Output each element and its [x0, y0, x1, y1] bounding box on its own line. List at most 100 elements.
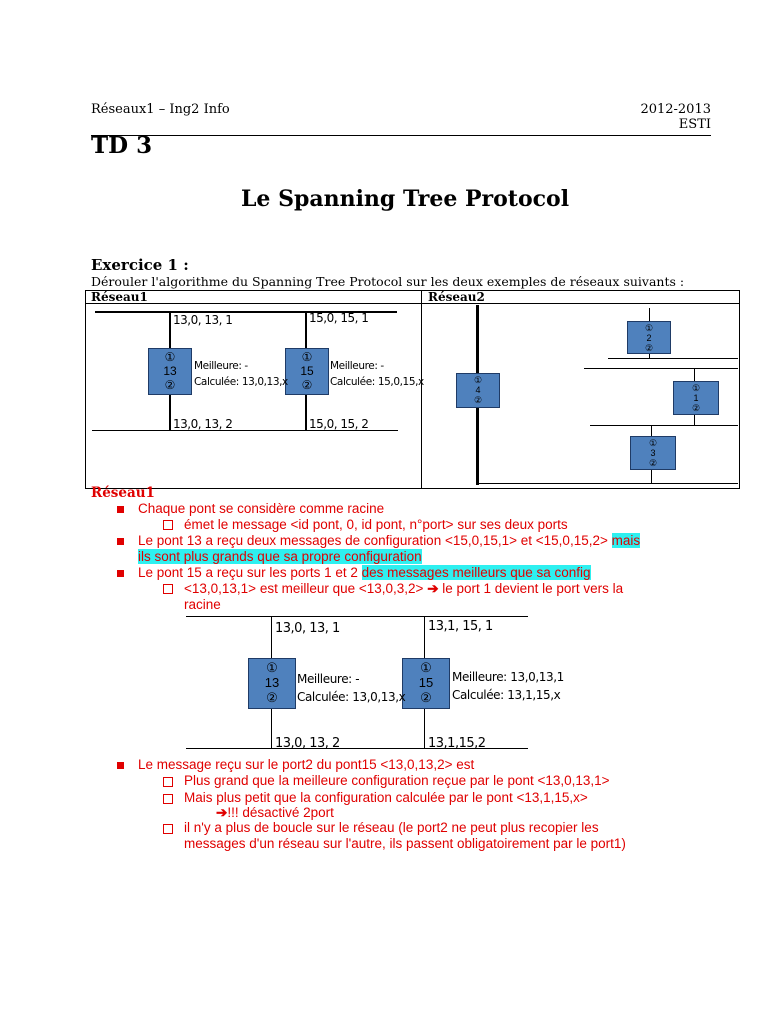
port-1-label: ①: [644, 323, 654, 333]
config-label: 15,0, 15, 1: [309, 311, 369, 325]
bullet-icon: [117, 506, 124, 513]
table-header-rule: [85, 303, 740, 304]
config-label: 13,1,15,2: [428, 736, 486, 751]
item-3-sub-text-b: le port 1 devient le port vers la: [442, 581, 624, 596]
item-4-sub-2: Mais plus petit que la configuration cal…: [184, 790, 588, 805]
port-1-label: ①: [266, 660, 278, 675]
section-title: Réseau1: [91, 485, 155, 501]
checkbox-icon: [163, 777, 173, 787]
lan-horizontal: [584, 368, 738, 369]
checkbox-icon: [163, 520, 173, 530]
item-4: Le message reçu sur le port2 du pont15 <…: [138, 757, 475, 772]
bullet-icon: [117, 538, 124, 545]
header-year: 2012-2013: [640, 102, 711, 117]
item-2-cont: ils sont plus grands que sa propre confi…: [138, 549, 422, 564]
config-label: 15,0, 15, 2: [309, 417, 369, 431]
lan-horizontal: [590, 425, 738, 426]
config-label: 13,0, 13, 1: [173, 313, 233, 327]
lan-top: [95, 311, 397, 313]
header-left: Réseaux1 – Ing2 Info: [91, 102, 230, 117]
item-2-text: Le pont 13 a reçu deux messages de confi…: [138, 533, 608, 548]
item-1: Chaque pont se considère comme racine: [138, 501, 385, 516]
bullet-icon: [117, 570, 124, 577]
calc-label: Calculée: 13,1,15,x: [452, 688, 561, 702]
calc-label: Calculée: 13,0,13,x: [194, 376, 288, 388]
lan-top: [186, 616, 528, 617]
item-2-highlight: mais: [611, 533, 641, 548]
bridge-id: 1: [693, 393, 699, 403]
port-1-label: ①: [648, 438, 658, 448]
port-2-label: ②: [648, 458, 658, 468]
bridge-13: ① 13 ②: [148, 348, 192, 395]
checkbox-icon: [163, 584, 173, 594]
lan-bottom: [186, 748, 528, 749]
port-2-label: ②: [301, 378, 313, 392]
table-col-divider: [421, 290, 422, 489]
item-2: Le pont 13 a reçu deux messages de confi…: [138, 533, 641, 548]
bridge-4: ① 4 ②: [456, 373, 500, 408]
best-label: Meilleure: 13,0,13,1: [452, 670, 564, 684]
port-2-label: ②: [644, 343, 654, 353]
port-1-label: ①: [301, 350, 313, 364]
bridge-1: ① 1 ②: [673, 381, 719, 415]
port-1-label: ①: [691, 383, 701, 393]
port-2-label: ②: [164, 378, 176, 392]
item-4-sub-3-cont: messages d'un réseau sur l'autre, ils pa…: [184, 836, 626, 851]
port-1-label: ①: [473, 375, 483, 385]
item-3-sub-text: <13,0,13,1> est meilleur que <13,0,3,2>: [184, 581, 424, 596]
bridge-15: ① 15 ②: [402, 658, 450, 709]
bridge-id: 3: [650, 448, 656, 458]
checkbox-icon: [163, 824, 173, 834]
table-header-reseau1: Réseau1: [91, 290, 148, 304]
arrow-right-icon: ➔: [427, 581, 439, 596]
port-1-label: ①: [164, 350, 176, 364]
calc-label: Calculée: 13,0,13,x: [297, 690, 406, 704]
header-rule: [91, 135, 711, 136]
bridge-id: 13: [163, 364, 177, 378]
item-2-highlight-cont: ils sont plus grands que sa propre confi…: [138, 549, 422, 564]
item-3-text: Le pont 15 a reçu sur les ports 1 et 2: [138, 565, 358, 580]
item-4-sub-1: Plus grand que la meilleure configuratio…: [184, 773, 610, 788]
bridge-id: 15: [418, 675, 434, 690]
item-4-sub-3: il n'y a plus de boucle sur le réseau (l…: [184, 820, 599, 835]
lan-horizontal: [478, 483, 738, 484]
bridge-id: 13: [264, 675, 280, 690]
header-school: ESTI: [678, 117, 711, 132]
lan-horizontal: [608, 358, 738, 359]
td-title: TD 3: [91, 132, 153, 159]
item-3-highlight: des messages meilleurs que sa config: [361, 565, 591, 580]
networks-table: [85, 290, 740, 489]
port-2-label: ②: [691, 403, 701, 413]
config-label: 13,1, 15, 1: [428, 619, 493, 634]
best-label: Meilleure: -: [330, 360, 384, 372]
bridge-id: 4: [475, 385, 481, 395]
item-1-sub: émet le message <id pont, 0, id pont, n°…: [184, 517, 568, 532]
best-label: Meilleure: -: [297, 672, 360, 686]
port-2-label: ②: [420, 690, 432, 705]
config-label: 13,0, 13, 1: [275, 621, 340, 636]
bridge-15: ① 15 ②: [285, 348, 329, 395]
main-title: Le Spanning Tree Protocol: [240, 186, 570, 212]
best-label: Meilleure: -: [194, 360, 248, 372]
bridge-3: ① 3 ②: [630, 436, 676, 470]
config-label: 13,0, 13, 2: [275, 736, 340, 751]
bridge-id: 2: [646, 333, 652, 343]
item-4-sub-2-cont-text: !!! désactivé 2port: [227, 805, 334, 820]
item-3: Le pont 15 a reçu sur les ports 1 et 2 d…: [138, 565, 591, 580]
port-2-label: ②: [473, 395, 483, 405]
bridge-id: 15: [300, 364, 314, 378]
table-header-reseau2: Réseau2: [428, 290, 485, 304]
bridge-2: ① 2 ②: [627, 321, 671, 354]
item-4-sub-2-cont: ➔!!! désactivé 2port: [216, 805, 334, 821]
lan-bottom: [92, 430, 398, 431]
port-1-label: ①: [420, 660, 432, 675]
arrow-right-icon: ➔: [216, 805, 228, 820]
item-3-sub-cont: racine: [184, 597, 221, 612]
item-3-sub: <13,0,13,1> est meilleur que <13,0,3,2> …: [184, 581, 623, 597]
bridge-13: ① 13 ②: [248, 658, 296, 709]
checkbox-icon: [163, 794, 173, 804]
calc-label: Calculée: 15,0,15,x: [330, 376, 424, 388]
exercise-title: Exercice 1 :: [91, 256, 189, 274]
port-2-label: ②: [266, 690, 278, 705]
config-label: 13,0, 13, 2: [173, 417, 233, 431]
